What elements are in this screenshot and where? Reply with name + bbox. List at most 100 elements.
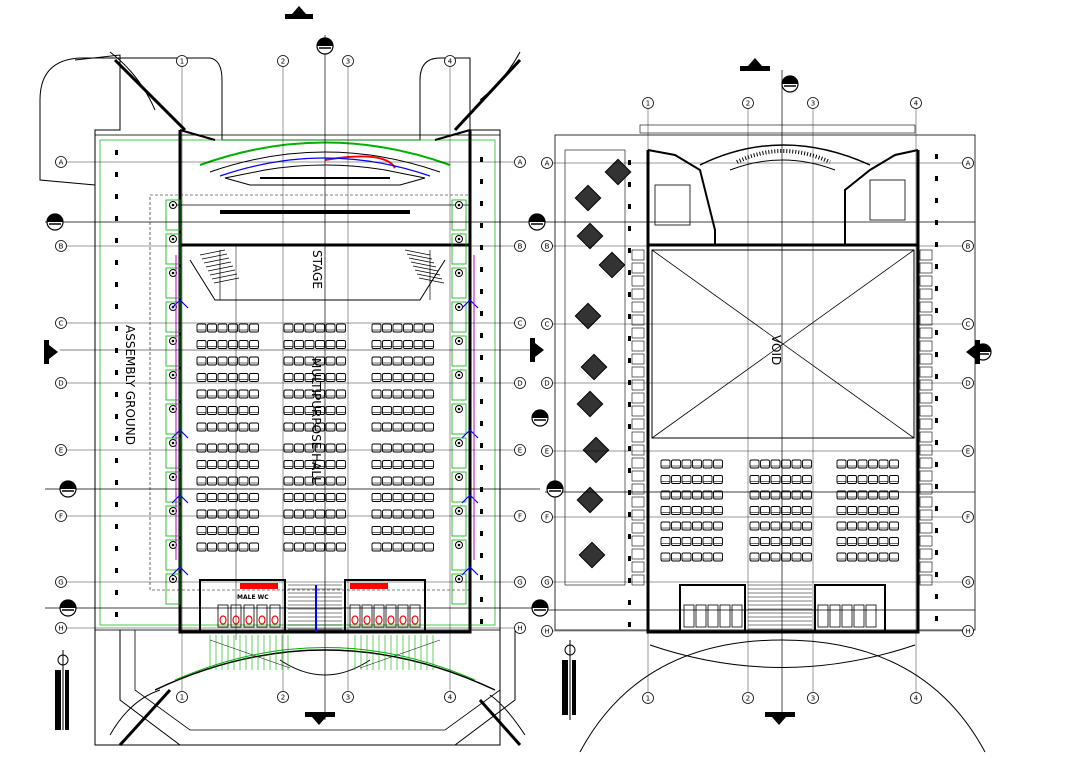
seat-left-c-r10-c1 [382, 493, 392, 502]
seat-left-a-r9-c0 [196, 476, 207, 486]
seat-right-c-r5-c5 [889, 537, 899, 546]
seat-left-a-r5-c5 [249, 406, 259, 415]
seat-left-b-r11-c5 [336, 509, 346, 519]
seat-right-c-r6-c0 [836, 552, 847, 562]
seat-left-b-r11-c0 [283, 509, 294, 519]
seat-left-b-r3-c5 [336, 373, 346, 382]
grid-bubble-right-row-right-F: F [962, 511, 974, 523]
seat-left-c-r1-c2 [392, 340, 403, 349]
planter-4 [574, 302, 602, 330]
seat-right-b-r4-c5 [802, 521, 812, 531]
seat-left-b-r12-c5 [336, 526, 346, 535]
seat-right-a-r4-c5 [713, 521, 723, 531]
seat-left-c-r7-c2 [392, 443, 403, 453]
seat-right-c-r3-c2 [857, 506, 868, 515]
svg-text:B: B [518, 243, 523, 251]
seat-left-b-r8-c1 [294, 460, 304, 469]
seat-left-a-r3-c2 [217, 373, 228, 382]
svg-text:3: 3 [346, 694, 350, 702]
seat-right-b-r6-c5 [802, 552, 812, 562]
planter-1 [574, 184, 602, 212]
grid-bubble-left-top-2: 2 [277, 55, 289, 67]
grid-bubble-left-row-right-F: F [514, 510, 526, 522]
void-label: VOID [769, 335, 783, 365]
seat-left-c-r6-c5 [424, 422, 434, 432]
svg-text:C: C [545, 321, 550, 329]
seat-left-c-r4-c0 [371, 389, 382, 399]
seat-right-a-r5-c5 [713, 537, 723, 546]
seat-left-c-r2-c0 [371, 356, 382, 366]
section-marker-mid-e [531, 409, 549, 427]
seat-left-c-r0-c1 [382, 323, 392, 333]
seat-left-c-r10-c0 [371, 493, 382, 502]
seat-right-a-r0-c4 [702, 459, 713, 469]
grid-bubble-left-row-B: B [55, 240, 67, 252]
svg-text:C: C [966, 321, 971, 329]
wc-cubicle-r-left-4 [731, 604, 743, 628]
seat-left-c-r9-c1 [382, 476, 392, 486]
wc-cubicle-left-2 [243, 604, 255, 628]
seat-left-a-r6-c0 [196, 422, 207, 432]
door-left-3 [171, 566, 189, 576]
seat-right-a-r0-c0 [660, 459, 671, 469]
seat-left-c-r10-c5 [424, 493, 434, 502]
svg-text:4: 4 [448, 58, 453, 66]
seat-left-a-r6-c2 [217, 422, 228, 432]
seat-right-b-r1-c1 [760, 475, 770, 484]
seat-left-a-r11-c5 [249, 509, 259, 519]
seat-right-c-r1-c2 [857, 475, 868, 484]
seat-left-a-r3-c4 [238, 373, 249, 382]
seat-right-c-r4-c0 [836, 521, 847, 531]
seat-left-b-r13-c4 [325, 542, 336, 552]
seat-left-c-r4-c4 [413, 389, 424, 399]
male-wc-label: MALE WC [237, 594, 269, 601]
grid-bubble-left-row-right-B: B [514, 240, 526, 252]
seat-left-c-r9-c2 [392, 476, 403, 486]
seat-right-a-r6-c2 [681, 552, 692, 562]
seat-right-b-r0-c1 [760, 459, 770, 469]
seat-left-b-r5-c0 [283, 406, 294, 415]
grid-bubble-left-row-right-C: C [514, 317, 526, 329]
svg-text:D: D [58, 380, 63, 388]
seat-left-c-r1-c1 [382, 340, 392, 349]
seat-right-b-r4-c0 [749, 521, 760, 531]
wc-cubicle-r-right-3 [853, 604, 865, 628]
hall-label: MULTIPURPOSE HALL [309, 358, 323, 484]
seat-left-a-r10-c1 [207, 493, 217, 502]
seat-left-a-r6-c4 [238, 422, 249, 432]
seat-left-b-r7-c5 [336, 443, 346, 453]
seat-left-b-r1-c2 [304, 340, 315, 349]
seat-left-a-r8-c2 [217, 460, 228, 469]
seat-right-b-r1-c3 [781, 475, 791, 484]
section-marker-mid-b [528, 213, 546, 231]
seat-left-b-r12-c4 [325, 526, 336, 535]
section-marker-mid-h [531, 599, 549, 617]
seat-left-a-r2-c0 [196, 356, 207, 366]
seat-left-b-r13-c3 [315, 542, 325, 552]
seat-left-c-r3-c5 [424, 373, 434, 382]
section-marker-left-h [59, 599, 77, 617]
door-right-3 [461, 566, 479, 576]
seat-left-b-r13-c2 [304, 542, 315, 552]
grid-bubble-left-row-A: A [55, 156, 67, 168]
wc-cubicle-right-1 [361, 604, 373, 628]
seat-right-c-r5-c4 [878, 537, 889, 546]
seat-left-b-r5-c1 [294, 406, 304, 415]
grid-bubble-left-row-right-G: G [514, 576, 526, 588]
seat-left-c-r0-c2 [392, 323, 403, 333]
grid-bubble-right-row-F: F [541, 511, 553, 523]
seat-right-b-r6-c1 [760, 552, 770, 562]
seat-left-b-r8-c0 [283, 460, 294, 469]
seat-left-c-r12-c0 [371, 526, 382, 535]
stage-label: STAGE [310, 250, 324, 289]
svg-text:C: C [518, 320, 523, 328]
seat-left-a-r5-c0 [196, 406, 207, 415]
seat-right-c-r3-c0 [836, 506, 847, 515]
wc-cubicle-r-left-2 [707, 604, 719, 628]
seat-right-b-r6-c0 [749, 552, 760, 562]
svg-text:2: 2 [746, 100, 750, 108]
grid-bubble-left-row-D: D [55, 377, 67, 389]
seat-left-c-r10-c2 [392, 493, 403, 502]
seat-right-a-r3-c4 [702, 506, 713, 515]
seat-left-a-r7-c4 [238, 443, 249, 453]
